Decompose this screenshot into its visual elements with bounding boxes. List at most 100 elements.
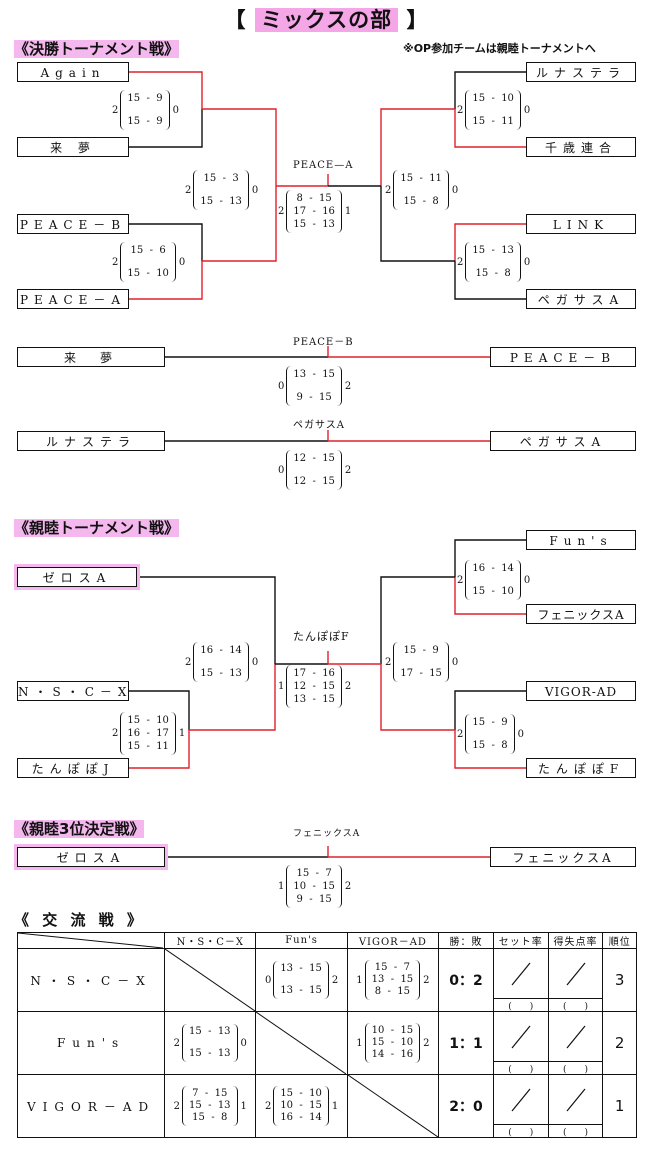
team-box: PEACE－B — [490, 347, 636, 367]
team-box: たんぽぽF — [526, 758, 636, 778]
sets-won-left: 2 — [278, 206, 285, 217]
sets-won-left: 0 — [264, 974, 272, 986]
sets-won-left: 2 — [385, 184, 392, 196]
sets-won-left: 2 — [385, 656, 392, 668]
sets-won-left: 2 — [457, 574, 464, 586]
sets-won-right: 2 — [331, 974, 339, 986]
sets-won-right: 0 — [240, 1037, 247, 1049]
sets-won-left: 1 — [278, 681, 285, 692]
set-ratio-cell: ( ) — [492, 1011, 549, 1075]
set-score: 16 - 14 — [200, 645, 242, 656]
sets-won-left: 2 — [457, 104, 464, 116]
set-score: 15 - 6 — [130, 245, 166, 256]
sets-won-right: 2 — [423, 974, 430, 986]
third-section-title: 《親睦3位決定戦》 — [14, 820, 145, 838]
set-score: 16 - 14 — [280, 1112, 322, 1123]
team-name-cell: N・S・C－X — [16, 948, 166, 1012]
set-score: 10 - 15 — [280, 1100, 322, 1111]
set-score: 15 - 11 — [127, 741, 169, 752]
set-score: 15 - 9 — [403, 645, 439, 656]
win-loss-cell: 2：0 — [438, 1074, 494, 1138]
set-score: 15 - 13 — [472, 245, 514, 256]
set-ratio-paren: ( ) — [493, 1060, 548, 1075]
set-score: 15 - 8 — [475, 268, 511, 279]
set-score: 15 - 13 — [189, 1026, 231, 1037]
friendly-winner-label: たんぽぽF — [293, 630, 350, 643]
set-score: 15 - 13 — [293, 219, 335, 230]
set-score: 15 - 13 — [189, 1048, 231, 1059]
sets-won-right: 0 — [523, 574, 531, 586]
team-box: ゼロスA — [17, 567, 137, 587]
set-score: 9 - 15 — [296, 894, 332, 905]
set-score: 14 - 16 — [371, 1049, 414, 1060]
col-header: 得失点率 — [547, 932, 604, 949]
set-score: 15 - 10 — [127, 268, 169, 279]
set-score: 8 - 15 — [296, 193, 332, 204]
set-score: 13 - 15 — [371, 974, 414, 985]
sets-won-left: 0 — [278, 464, 285, 476]
win-loss-cell: 0：2 — [438, 948, 494, 1012]
point-ratio-cell: ( ) — [547, 1011, 604, 1075]
diagonal-cell — [346, 1074, 440, 1138]
team-box: 千歳連合 — [526, 137, 636, 157]
sets-won-right: 0 — [451, 184, 459, 196]
diagonal-cell — [164, 948, 257, 1012]
set-score: 15 - 8 — [403, 196, 439, 207]
point-ratio-paren: ( ) — [548, 997, 603, 1012]
sets-won-left: 2 — [457, 728, 464, 740]
team-box: ゼロスA — [17, 847, 165, 867]
set-score: 7 - 15 — [192, 1088, 228, 1099]
set-ratio-paren: ( ) — [493, 997, 548, 1012]
sets-won-left: 2 — [173, 1037, 180, 1049]
bracket-lines — [128, 71, 527, 858]
sets-won-left: 2 — [264, 1100, 272, 1112]
sets-won-right: 1 — [344, 206, 352, 217]
diagonal-cell — [255, 1011, 348, 1075]
set-score: 17 - 16 — [293, 668, 335, 679]
set-score: 15 - 3 — [203, 173, 239, 184]
sets-won-left: 2 — [185, 656, 192, 668]
sets-won-left: 2 — [173, 1100, 180, 1112]
team-box: たんぽぽJ — [17, 758, 129, 778]
team-box: ルナステラ — [17, 431, 165, 451]
round-robin-table: N・S・C－X Fun's VIGOR－AD 勝：敗 セット率 得失点率 順位 … — [16, 932, 637, 1138]
team-name-cell: Fun's — [16, 1011, 166, 1075]
set-score: 15 - 13 — [189, 1100, 231, 1111]
col-header: Fun's — [255, 932, 348, 949]
set-score: 9 - 15 — [296, 392, 332, 403]
set-score: 13 - 15 — [293, 694, 335, 705]
team-box: PEACE－A — [17, 289, 129, 309]
team-box: ペガサスA — [490, 431, 636, 451]
win-loss-cell: 1：1 — [438, 1011, 494, 1075]
set-score: 15 - 8 — [192, 1112, 228, 1123]
set-score: 8 - 15 — [374, 986, 410, 997]
sets-won-right: 1 — [331, 1100, 339, 1112]
exchange-section-title: 《 交 流 戦 》 — [14, 911, 146, 929]
set-score: 15 - 10 — [371, 1037, 414, 1048]
set-score: 15 - 13 — [200, 196, 242, 207]
placement2-winner-label: ペガサスA — [293, 420, 346, 431]
team-box: 来 夢 — [17, 137, 129, 157]
rank-cell: 1 — [602, 1074, 637, 1138]
set-score: 15 - 9 — [127, 93, 163, 104]
sets-won-right: 2 — [344, 380, 352, 392]
set-score: 13 - 15 — [280, 985, 322, 996]
page-title: 【 ミックスの部 】 — [224, 8, 429, 32]
team-box: フェニックスA — [490, 847, 636, 867]
placement1-winner-label: PEACE－B — [293, 337, 354, 348]
point-ratio-cell: ( ) — [547, 1074, 604, 1138]
set-score: 15 - 10 — [280, 1088, 322, 1099]
set-score: 17 - 15 — [400, 668, 442, 679]
